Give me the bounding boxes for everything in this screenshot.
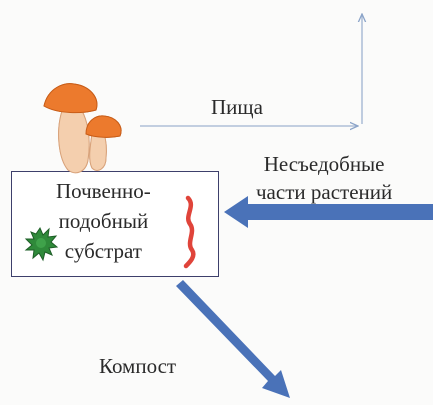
compost-label: Компост (99, 353, 176, 379)
food-label: Пища (211, 94, 263, 120)
substrate-line-3: субстрат (56, 236, 151, 266)
inedible-parts-label: Несъедобные части растений (256, 150, 392, 206)
inedible-line-1: Несъедобные (256, 150, 392, 178)
substrate-line-2: подобный (56, 206, 151, 236)
substrate-label: Почвенно- подобный субстрат (56, 176, 151, 266)
inedible-line-2: части растений (256, 178, 392, 206)
mushroom-icon (44, 84, 121, 173)
substrate-box: Почвенно- подобный субстрат (11, 171, 219, 277)
compost-arrow (176, 280, 290, 398)
substrate-line-1: Почвенно- (56, 176, 151, 206)
